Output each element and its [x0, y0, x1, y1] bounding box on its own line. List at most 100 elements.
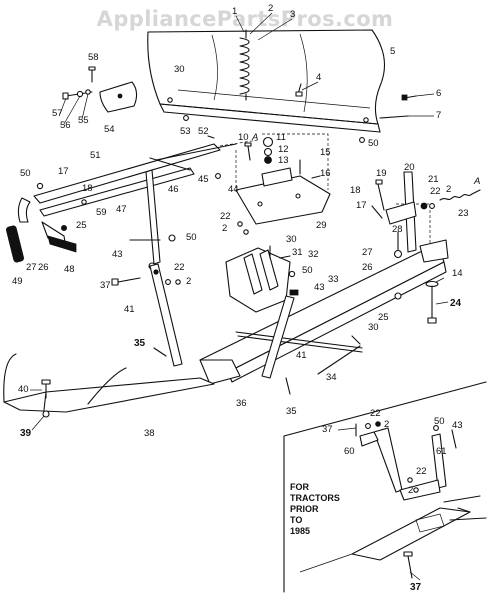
callout-51: 51	[90, 150, 101, 161]
link-arm-right	[261, 295, 295, 379]
callout-27-left: 27	[26, 262, 37, 273]
callout-53: 53	[180, 126, 191, 137]
callout-25-right: 25	[378, 312, 389, 323]
callout-30-right: 30	[368, 322, 379, 333]
washer-53	[183, 115, 189, 121]
callout-60: 60	[344, 446, 355, 457]
callout-35-left: 35	[134, 338, 146, 349]
callout-43-inset: 43	[452, 420, 463, 431]
callout-36: 36	[236, 398, 247, 409]
push-frame	[6, 143, 221, 270]
callout-57: 57	[52, 108, 63, 119]
callout-43-bracket: 43	[314, 282, 325, 293]
nut-50-mid	[168, 234, 176, 242]
callout-59: 59	[96, 207, 107, 218]
callout-35-bottom: 35	[286, 406, 297, 417]
callout-37-inset-bottom: 37	[410, 582, 422, 593]
callout-40: 40	[18, 384, 29, 395]
callout-A-left: A	[251, 132, 258, 143]
callout-22-mid: 22	[220, 211, 231, 222]
callout-49: 49	[12, 276, 23, 287]
callout-7: 7	[436, 110, 441, 121]
callout-19: 19	[376, 168, 387, 179]
pins-35	[153, 335, 361, 395]
svg-text:TRACTORS: TRACTORS	[290, 493, 340, 503]
callout-4: 4	[316, 72, 321, 83]
blade-spring	[239, 29, 250, 101]
washer-45	[215, 173, 221, 179]
callout-56: 56	[60, 120, 71, 131]
callout-48: 48	[64, 264, 75, 275]
callout-39: 39	[20, 428, 32, 439]
callout-2-inset-mid: 2	[408, 485, 413, 496]
callout-14: 14	[452, 268, 463, 279]
callout-50-mid: 50	[186, 232, 197, 243]
callout-leaders	[30, 12, 449, 581]
svg-text:1985: 1985	[290, 526, 310, 536]
blade-bolts	[295, 83, 417, 119]
washer-50-top	[359, 137, 365, 143]
callout-21: 21	[428, 174, 439, 185]
callout-12: 12	[278, 144, 289, 155]
callout-50-inset: 50	[434, 416, 445, 427]
washer-59	[81, 199, 87, 205]
callout-47: 47	[116, 204, 127, 215]
callout-5: 5	[390, 46, 395, 57]
cross-rod	[235, 331, 363, 375]
callout-2: 2	[268, 3, 273, 14]
mount-plate	[235, 159, 331, 235]
callout-1: 1	[232, 6, 237, 17]
callout-50-left: 50	[20, 168, 31, 179]
callout-18-right: 18	[350, 185, 361, 196]
callout-41-left: 41	[124, 304, 135, 315]
lift-rod	[155, 143, 237, 161]
callout-37-mid: 37	[100, 280, 111, 291]
skid-hole-icon	[117, 93, 123, 99]
right-lift-linkage	[371, 171, 481, 259]
nut-50-left	[36, 182, 44, 190]
callout-17-left: 17	[58, 166, 69, 177]
lower-bracket	[199, 359, 241, 385]
skid-hardware	[62, 66, 96, 100]
callout-34: 34	[326, 372, 337, 383]
callout-labels: 1 2 3 4 5 6 7 30 58 57 56 55 54 53 50 52…	[12, 3, 480, 593]
link-arm-left	[111, 263, 183, 367]
frame-pin	[425, 280, 439, 324]
callout-16: 16	[320, 168, 331, 179]
callout-31: 31	[292, 247, 303, 258]
callout-17-right: 17	[356, 200, 367, 211]
callout-20: 20	[404, 162, 415, 173]
callout-28: 28	[392, 224, 403, 235]
callout-44: 44	[228, 184, 239, 195]
callout-32: 32	[308, 249, 319, 260]
callout-26-left: 26	[38, 262, 49, 273]
callout-29: 29	[316, 220, 327, 231]
callout-25-left: 25	[76, 220, 87, 231]
callout-52: 52	[198, 126, 209, 137]
callout-27-right: 27	[362, 247, 373, 258]
callout-24: 24	[450, 298, 462, 309]
nut-25-right	[394, 292, 402, 300]
callout-61: 61	[436, 446, 447, 457]
callout-22-right: 22	[430, 186, 441, 197]
callout-22-link: 22	[174, 262, 185, 273]
callout-22-inset-top: 22	[370, 408, 381, 419]
callout-50-top: 50	[368, 138, 379, 149]
callout-18-left: 18	[82, 183, 93, 194]
callout-2-link: 2	[186, 276, 191, 287]
plow-blade	[147, 29, 386, 133]
callout-55: 55	[78, 115, 89, 126]
inset-note: FOR TRACTORS PRIOR TO 1985	[290, 482, 340, 536]
callout-41-right: 41	[296, 350, 307, 361]
callout-2-mid: 2	[222, 223, 227, 234]
callout-45: 45	[198, 174, 209, 185]
callout-15: 15	[320, 147, 331, 158]
callout-50-bracket: 50	[302, 265, 313, 276]
callout-30: 30	[174, 64, 185, 75]
bottom-skid	[3, 353, 215, 418]
callout-22-inset-mid: 22	[416, 466, 427, 477]
callout-33: 33	[328, 274, 339, 285]
callout-2-right: 2	[446, 184, 451, 195]
svg-text:FOR: FOR	[290, 482, 309, 492]
